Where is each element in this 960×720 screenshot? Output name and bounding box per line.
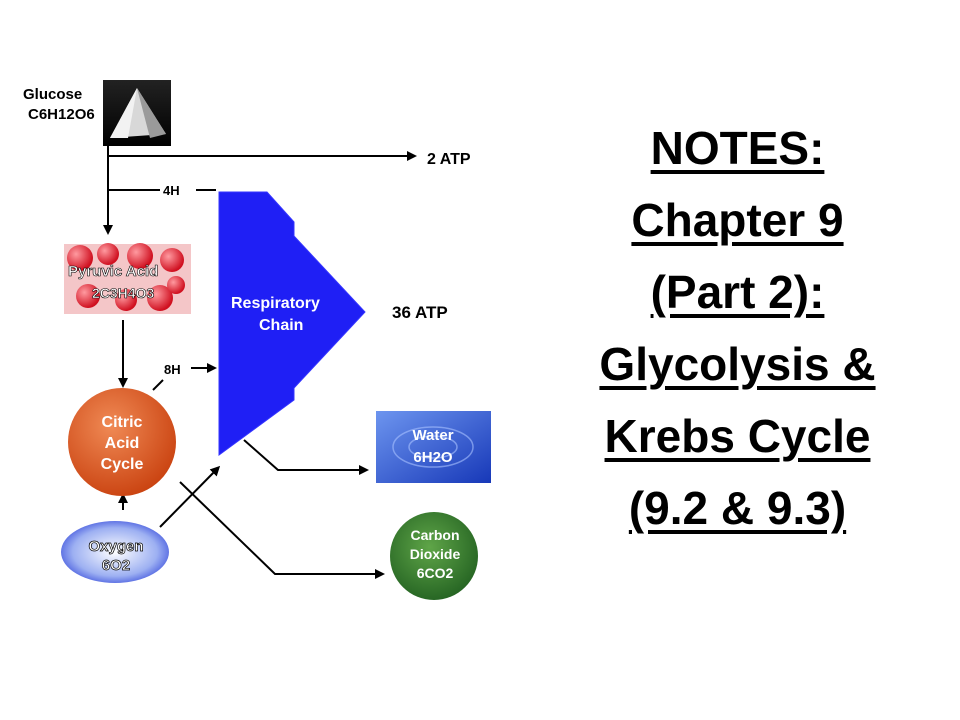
title-line-4: Glycolysis & <box>545 328 930 400</box>
water-formula: 6H2O <box>413 449 453 466</box>
connector-lines <box>103 146 417 579</box>
citric-label-1: Citric <box>102 414 143 431</box>
title-line-6: (9.2 & 9.3) <box>545 472 930 544</box>
respiratory-chain-label: Respiratory <box>231 295 320 312</box>
co2-label-2: Dioxide <box>410 546 461 562</box>
title-line-5: Krebs Cycle <box>545 400 930 472</box>
pyruvic-acid-box <box>64 243 191 314</box>
title-line-3-text: (Part 2): <box>650 266 825 318</box>
pyruvic-acid-label: Pyruvic Acid <box>68 263 158 280</box>
oxygen-ellipse <box>61 521 169 583</box>
slide-title: NOTES: Chapter 9 (Part 2): Glycolysis & … <box>545 112 930 544</box>
title-line-1-text: NOTES: <box>650 122 825 174</box>
title-line-3: (Part 2): <box>545 256 930 328</box>
citric-acid-cycle-circle <box>68 388 176 496</box>
citric-label-3: Cycle <box>101 456 144 473</box>
pyruvic-acid-formula: 2C3H4O3 <box>92 285 154 301</box>
title-line-5-text: Krebs Cycle <box>604 410 871 462</box>
oxygen-label: Oxygen <box>88 538 143 555</box>
glucose-image <box>103 80 171 146</box>
glucose-label: Glucose <box>23 86 82 103</box>
oxygen-formula: 6O2 <box>102 557 130 574</box>
water-label: Water <box>412 427 453 444</box>
co2-label-1: Carbon <box>411 527 460 543</box>
title-line-6-text: (9.2 & 9.3) <box>628 482 847 534</box>
respiratory-chain-label-2: Chain <box>259 317 303 334</box>
title-line-2: Chapter 9 <box>545 184 930 256</box>
title-line-4-text: Glycolysis & <box>599 338 876 390</box>
water-box <box>376 411 491 483</box>
glucose-formula-text: C6H12O6 <box>28 106 95 123</box>
glucose-formula: C6H12O6 <box>28 106 95 123</box>
carbon-dioxide-circle <box>390 512 478 600</box>
title-line-2-text: Chapter 9 <box>631 194 844 246</box>
atp-chain-label: 36 ATP <box>392 303 448 322</box>
title-line-1: NOTES: <box>545 112 930 184</box>
citric-label-2: Acid <box>105 435 140 452</box>
h8-label: 8H <box>164 362 181 377</box>
respiratory-chain-arrow <box>218 191 366 456</box>
h4-label: 4H <box>163 183 180 198</box>
atp-top-label: 2 ATP <box>427 151 471 168</box>
co2-label-3: 6CO2 <box>417 565 454 581</box>
